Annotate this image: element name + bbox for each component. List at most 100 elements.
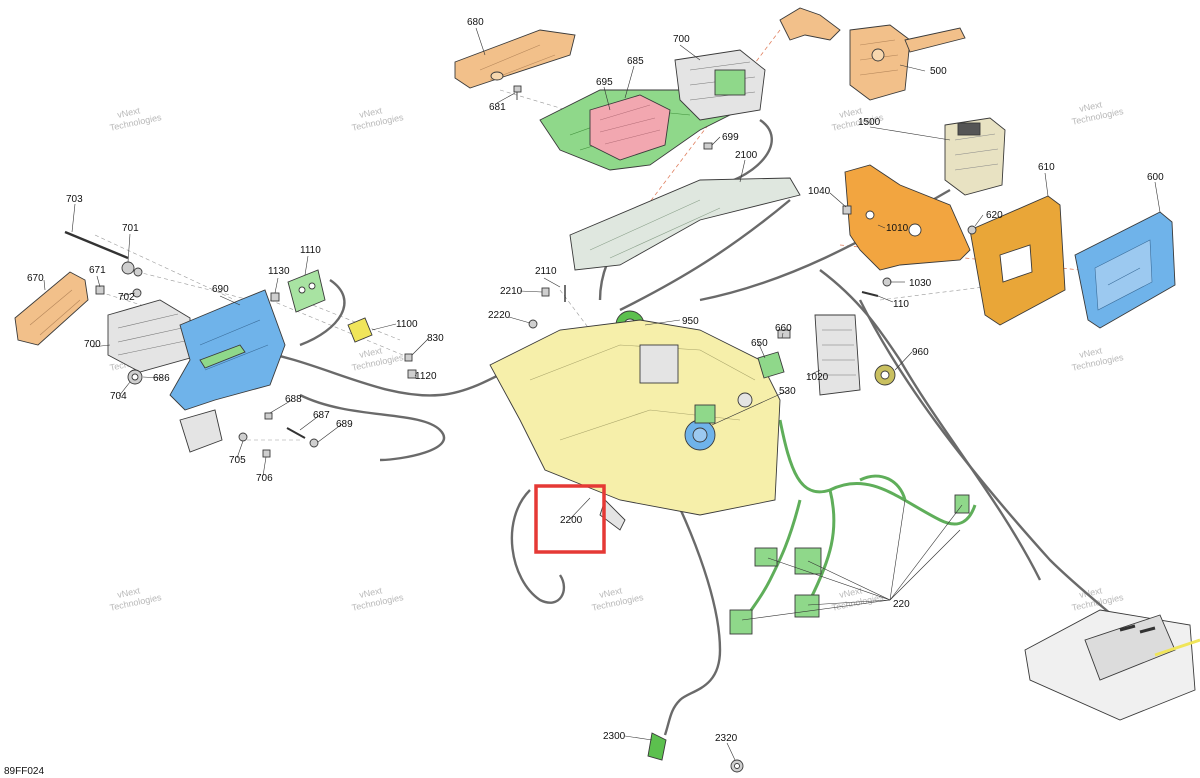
part-1100-clip: [347, 317, 373, 343]
callout-1040: 1040: [808, 186, 831, 197]
part-1030-nut: [882, 277, 892, 287]
part-705-washer: [238, 432, 248, 442]
callout-1010: 1010: [886, 223, 909, 234]
part-1500-switch: [944, 117, 1006, 196]
part-530-sensor: [684, 404, 716, 451]
callout-650: 650: [751, 338, 768, 349]
leader-lines: [43, 27, 1161, 761]
part-lower-right-module: [1024, 609, 1200, 721]
callout-687: 687: [313, 410, 330, 421]
callout-702: 702: [118, 292, 135, 303]
part-701-bushing: [121, 261, 143, 277]
part-1040-screw: [842, 205, 852, 215]
callout-2110: 2110: [535, 266, 557, 277]
callout-500: 500: [930, 66, 947, 77]
watermark-line1: vNext: [358, 585, 383, 600]
part-2300-sensor: [647, 732, 667, 761]
part-110-screw: [861, 291, 879, 297]
callout-705: 705: [229, 455, 246, 466]
callout-688: 688: [285, 394, 302, 405]
callout-620: 620: [986, 210, 1003, 221]
watermark-line1: vNext: [1078, 99, 1103, 114]
callout-labels: 680 700 685 695 681 500 699 2100 1500 61…: [27, 17, 1164, 744]
callout-960: 960: [912, 347, 929, 358]
callout-695: 695: [596, 77, 613, 88]
callout-830: 830: [427, 333, 444, 344]
callout-700-lower: 700: [84, 339, 101, 350]
diagram-code: 89FF024: [4, 766, 44, 777]
callout-2100: 2100: [735, 150, 758, 161]
part-681-screw: [513, 85, 522, 100]
callout-530: 530: [779, 386, 796, 397]
part-2220-washer: [528, 319, 538, 329]
part-688-screw: [264, 412, 273, 420]
part-670-cover: [14, 271, 89, 346]
callout-681: 681: [489, 102, 506, 113]
part-703-bolt: [64, 230, 129, 260]
part-704-plug: [179, 409, 223, 453]
callout-660: 660: [775, 323, 792, 334]
part-610-plate: [969, 195, 1066, 326]
callout-2320: 2320: [715, 733, 738, 744]
callout-1120: 1120: [415, 371, 437, 382]
part-830-screw: [404, 353, 413, 362]
part-700-connector-upper: [674, 49, 766, 121]
part-650-connector: [757, 351, 785, 379]
callout-703: 703: [66, 194, 83, 205]
part-690-bracket: [169, 289, 286, 411]
callout-670: 670: [27, 273, 44, 284]
part-220-connectors: [729, 494, 970, 635]
callout-950: 950: [682, 316, 699, 327]
callout-610: 610: [1038, 162, 1055, 173]
watermark-line1: vNext: [116, 105, 141, 120]
callout-700-upper: 700: [673, 34, 690, 45]
highlight-box-2200: [534, 484, 606, 554]
callout-704: 704: [110, 391, 127, 402]
watermark-line1: vNext: [1078, 345, 1103, 360]
part-706-screw: [262, 449, 271, 458]
callout-1100: 1100: [396, 319, 418, 330]
callout-110: 110: [893, 299, 909, 310]
part-689-nut: [309, 438, 319, 448]
callout-600: 600: [1147, 172, 1164, 183]
part-console: [489, 319, 781, 531]
callout-690: 690: [212, 284, 229, 295]
part-1020-connector: [814, 314, 861, 396]
callout-689: 689: [336, 419, 353, 430]
part-671-screw: [95, 285, 105, 295]
part-620-nut: [967, 225, 977, 235]
part-960-connector: [874, 364, 896, 386]
callout-1110: 1110: [300, 245, 321, 256]
part-686-washer: [127, 369, 143, 385]
part-1110-plate: [287, 269, 326, 313]
callout-686: 686: [153, 373, 170, 384]
callout-1030: 1030: [909, 278, 932, 289]
part-1010-bracket: [844, 164, 971, 271]
part-1120-clip: [407, 369, 417, 379]
part-660-clip: [777, 329, 791, 339]
part-702-washer: [132, 288, 142, 298]
callout-706: 706: [256, 473, 273, 484]
callout-2300: 2300: [603, 731, 626, 742]
part-1130-screw: [270, 292, 280, 302]
callout-2200: 2200: [560, 515, 583, 526]
watermark-line1: vNext: [598, 585, 623, 600]
callout-2220: 2220: [488, 310, 511, 321]
callout-685: 685: [627, 56, 644, 67]
part-600-display: [1074, 211, 1176, 329]
watermark-line1: vNext: [1078, 585, 1103, 600]
part-2320-grommet: [730, 759, 744, 773]
part-680-cover: [454, 29, 576, 89]
callout-671: 671: [89, 265, 106, 276]
part-500-switch: [779, 7, 966, 101]
watermark-line1: vNext: [838, 105, 863, 120]
callout-1130: 1130: [268, 266, 290, 277]
callout-701: 701: [122, 223, 139, 234]
part-699-screw: [703, 142, 713, 150]
callout-699: 699: [722, 132, 739, 143]
part-700-connector-lower: [107, 299, 191, 373]
callout-680: 680: [467, 17, 484, 28]
watermark-line1: vNext: [116, 585, 141, 600]
callout-1020: 1020: [806, 372, 829, 383]
